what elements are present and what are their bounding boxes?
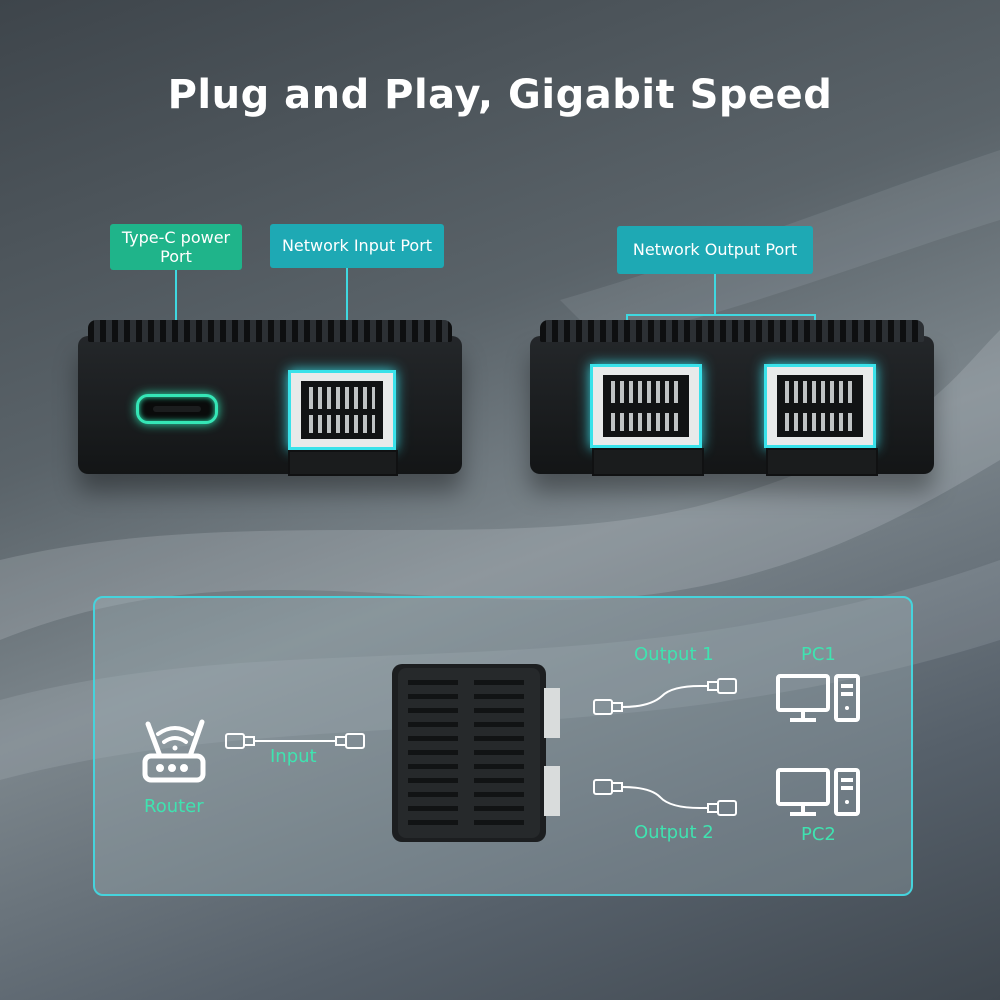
input-cable: [225, 733, 365, 749]
ethernet-jack-inner: [301, 381, 383, 439]
ethernet-output-tab-2: [766, 448, 878, 476]
ethernet-output-port-1: [590, 364, 702, 448]
output-1-cable: [593, 678, 737, 715]
output-leader-stem: [714, 274, 716, 316]
usb-c-port: [136, 394, 218, 424]
ethernet-pins-top-2: [785, 381, 855, 403]
output-leader-bar: [626, 314, 816, 316]
splitter-output-side: [530, 320, 934, 476]
typec-callout-line2: Port: [160, 247, 192, 266]
output-2-cable: [593, 779, 737, 816]
ethernet-output-tab-1: [592, 448, 704, 476]
ethernet-pins-bottom-2: [785, 413, 855, 431]
pc-icon: [776, 674, 860, 722]
network-output-callout: Network Output Port: [617, 226, 813, 274]
ethernet-jack-inner-1: [603, 375, 689, 437]
headline: Plug and Play, Gigabit Speed: [167, 72, 833, 118]
switch-device-icon: [392, 664, 560, 842]
device-vent-top: [88, 320, 452, 342]
pc2-label: PC2: [801, 824, 836, 845]
usb-c-slot: [153, 406, 201, 412]
pc-icon: [776, 768, 860, 816]
ethernet-pins-top: [309, 387, 375, 409]
ethernet-pins-bottom: [309, 415, 375, 433]
output-2-label: Output 2: [634, 822, 714, 843]
ethernet-jack-inner-2: [777, 375, 863, 437]
router-icon: [142, 719, 206, 783]
network-input-callout: Network Input Port: [270, 224, 444, 268]
ethernet-output-port-2: [764, 364, 876, 448]
ethernet-pins-top-1: [611, 381, 681, 403]
ethernet-input-tab: [288, 450, 398, 476]
device-vent-top-right: [540, 320, 924, 342]
ethernet-input-port: [288, 370, 396, 450]
output-1-label: Output 1: [634, 644, 714, 665]
input-label: Input: [270, 746, 317, 767]
typec-port-callout: Type-C power Port: [110, 224, 242, 270]
router-label: Router: [144, 796, 204, 817]
typec-callout-line1: Type-C power: [121, 228, 231, 247]
ethernet-pins-bottom-1: [611, 413, 681, 431]
splitter-input-side: [78, 320, 462, 476]
pc1-label: PC1: [801, 644, 836, 665]
